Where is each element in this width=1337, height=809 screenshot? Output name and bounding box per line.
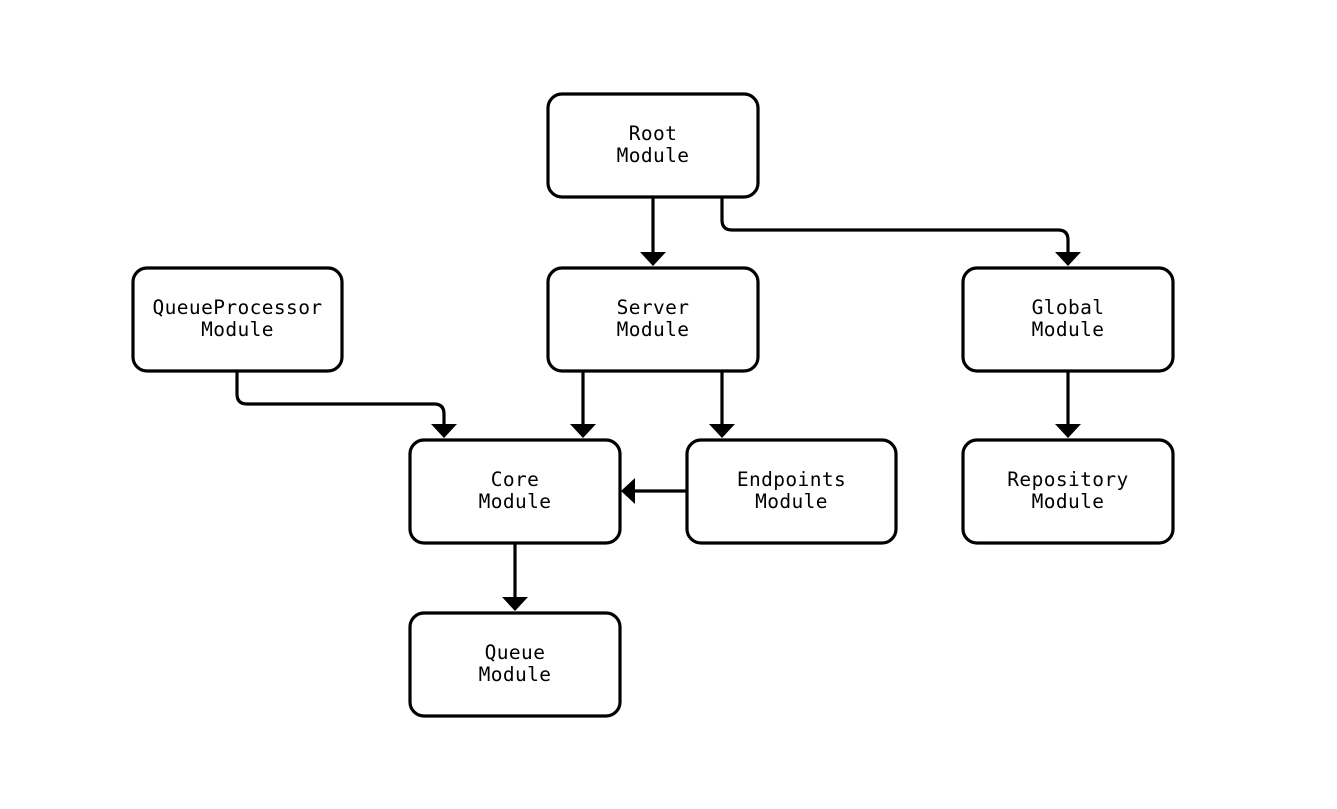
edge-endpoints-to-core	[621, 478, 687, 504]
node-label-line2: Module	[755, 490, 828, 513]
node-label-line1: Core	[491, 468, 540, 491]
node-box[interactable]	[546, 266, 760, 373]
edge-server-to-core	[570, 371, 596, 438]
node-box[interactable]	[131, 266, 344, 373]
node-label-line1: Queue	[485, 641, 546, 664]
edge-global-to-repository	[1055, 371, 1081, 438]
node-label-line1: Root	[629, 122, 678, 145]
node-label-line2: Module	[617, 144, 690, 167]
node-box[interactable]	[546, 92, 760, 199]
edge-core-to-queue	[502, 543, 528, 611]
arrow-head-icon	[1055, 424, 1081, 438]
node-label-line1: Global	[1032, 296, 1105, 319]
node-box[interactable]	[685, 438, 898, 545]
node-layer: RootModuleQueueProcessorModuleServerModu…	[131, 92, 1175, 718]
arrow-head-icon	[570, 424, 596, 438]
edge-server-to-endpoints	[709, 371, 735, 438]
arrow-head-icon	[621, 478, 635, 504]
node-label-line1: Repository	[1007, 468, 1128, 491]
node-label-line1: QueueProcessor	[153, 296, 323, 319]
arrow-head-icon	[502, 597, 528, 611]
arrow-head-icon	[1055, 252, 1081, 266]
arrow-head-icon	[431, 424, 457, 438]
edge-line	[235, 371, 446, 426]
node-box[interactable]	[961, 266, 1175, 373]
node-box[interactable]	[408, 611, 622, 718]
node-box[interactable]	[408, 438, 622, 545]
node-label-line1: Server	[617, 296, 690, 319]
edge-layer	[235, 197, 1081, 611]
arrow-head-icon	[640, 252, 666, 266]
edge-root-to-server	[640, 197, 666, 266]
arrow-head-icon	[709, 424, 735, 438]
node-label-line2: Module	[1032, 318, 1105, 341]
node-label-line1: Endpoints	[737, 468, 846, 491]
node-label-line2: Module	[201, 318, 274, 341]
edge-queueprocessor-to-core	[235, 371, 457, 438]
edge-root-to-global	[720, 197, 1081, 266]
node-label-line2: Module	[479, 663, 552, 686]
node-label-line2: Module	[479, 490, 552, 513]
node-box[interactable]	[961, 438, 1175, 545]
node-label-line2: Module	[1032, 490, 1105, 513]
edge-line	[720, 197, 1070, 254]
node-label-line2: Module	[617, 318, 690, 341]
